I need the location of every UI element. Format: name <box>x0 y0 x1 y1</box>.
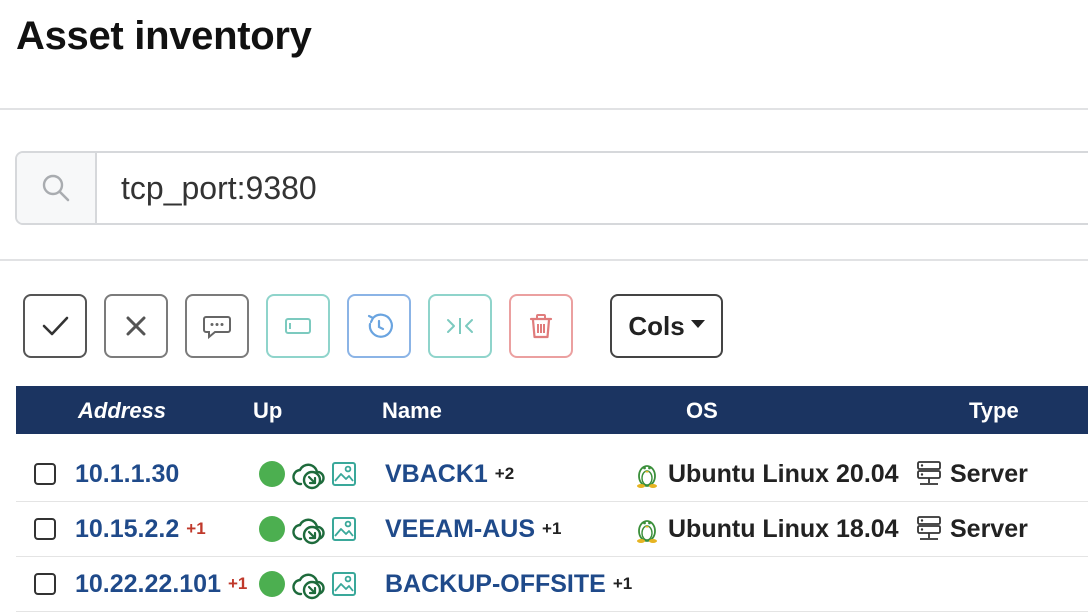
rescan-button[interactable] <box>347 294 411 358</box>
row-checkbox[interactable] <box>34 573 56 595</box>
table-row[interactable]: 10.15.2.2 +1 VEEAM-AUS +1 Ubuntu Linux 1… <box>16 502 1088 557</box>
comment-icon <box>203 316 231 340</box>
status-up-icon <box>259 461 285 487</box>
column-header-name[interactable]: Name <box>382 398 442 423</box>
table-row[interactable]: 10.22.22.101 +1 BACKUP-OFFSITE +1 <box>16 557 1088 612</box>
merge-button[interactable] <box>428 294 492 358</box>
merge-icon <box>447 318 473 334</box>
search-icon[interactable] <box>17 153 97 223</box>
image-icon <box>332 462 356 486</box>
rectangle-icon <box>285 318 311 334</box>
search-divider <box>0 259 1088 261</box>
name-extra-count: +1 <box>612 574 633 593</box>
name-extra-count: +2 <box>494 464 515 483</box>
type-label: Server <box>950 514 1028 543</box>
tag-button[interactable] <box>266 294 330 358</box>
asset-name-link[interactable]: BACKUP-OFFSITE <box>385 569 606 598</box>
asset-address-link[interactable]: 10.1.1.30 <box>75 459 180 488</box>
cloud-sync-icon <box>292 518 325 545</box>
image-icon <box>332 517 356 541</box>
cloud-sync-icon <box>292 573 325 600</box>
os-label: Ubuntu Linux 20.04 <box>668 459 899 488</box>
deselect-button[interactable] <box>104 294 168 358</box>
type-label: Server <box>950 459 1028 488</box>
column-header-os[interactable]: OS <box>686 398 718 423</box>
search-input[interactable] <box>97 153 1088 223</box>
check-icon <box>42 316 69 336</box>
asset-address-link[interactable]: 10.15.2.2 <box>75 514 180 543</box>
column-header-address[interactable]: Address <box>78 398 167 423</box>
column-header-up[interactable]: Up <box>253 398 283 423</box>
linux-tux-icon <box>637 465 657 488</box>
close-icon <box>126 316 146 336</box>
row-checkbox[interactable] <box>34 463 56 485</box>
select-all-button[interactable] <box>23 294 87 358</box>
asset-address-link[interactable]: 10.22.22.101 <box>75 569 221 598</box>
comment-button[interactable] <box>185 294 249 358</box>
asset-name-link[interactable]: VEEAM-AUS <box>385 514 536 543</box>
caret-down-icon <box>690 320 705 328</box>
table-row[interactable]: 10.1.1.30 VBACK1 +2 Ubuntu Linux 20.04 S… <box>16 447 1088 502</box>
os-label: Ubuntu Linux 18.04 <box>668 514 899 543</box>
asset-name-link[interactable]: VBACK1 <box>385 459 488 488</box>
history-icon <box>367 313 393 338</box>
image-icon <box>332 572 356 596</box>
name-extra-count: +1 <box>542 519 562 538</box>
columns-label: Cols <box>628 310 685 341</box>
status-up-icon <box>259 571 285 597</box>
columns-dropdown-button[interactable]: Cols <box>610 294 723 358</box>
header-divider <box>0 108 1088 110</box>
search-bar[interactable] <box>15 151 1088 225</box>
page-title: Asset inventory <box>16 14 312 58</box>
server-icon <box>917 461 941 485</box>
address-extra-count: +1 <box>186 519 206 538</box>
delete-button[interactable] <box>509 294 573 358</box>
linux-tux-icon <box>637 520 657 543</box>
bulk-action-toolbar <box>23 294 590 358</box>
server-icon <box>917 516 941 540</box>
column-header-type[interactable]: Type <box>969 398 1019 423</box>
row-checkbox[interactable] <box>34 518 56 540</box>
table-header: Address Up Name OS Type <box>16 386 1088 434</box>
status-up-icon <box>259 516 285 542</box>
address-extra-count: +1 <box>227 574 248 593</box>
trash-icon <box>529 314 553 339</box>
cloud-sync-icon <box>292 463 325 490</box>
